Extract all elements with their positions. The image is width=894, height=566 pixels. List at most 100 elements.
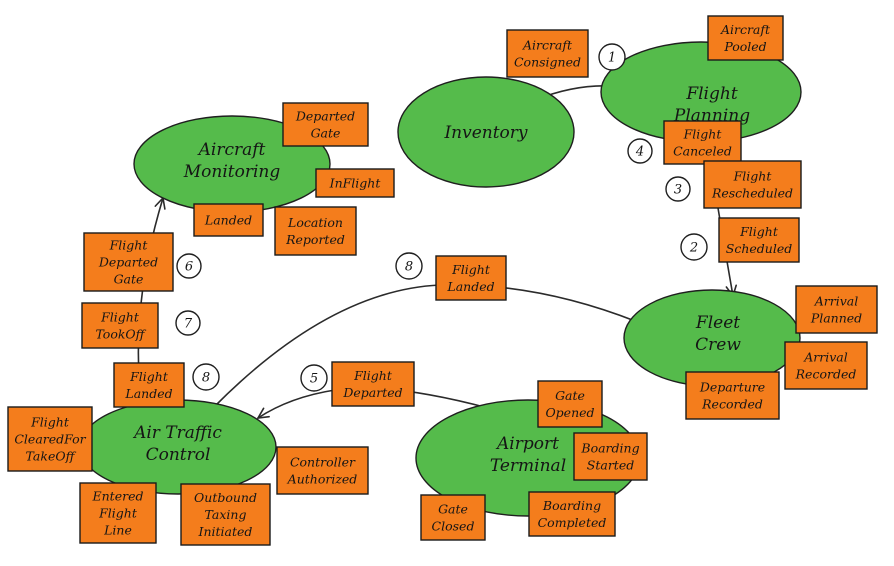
event-location-reported-label-line: Reported — [285, 232, 345, 247]
event-controller-authorized-label-line: Controller — [290, 455, 356, 470]
event-gate-opened-label-line: Gate — [555, 388, 585, 403]
event-aircraft-consigned-label-line: Aircraft — [522, 38, 573, 53]
event-flight-scheduled-label-line: Flight — [739, 224, 779, 239]
event-controller-authorized-note — [276, 446, 369, 495]
step-number-n2: 2 — [680, 233, 708, 261]
step-number-n5-label: 5 — [310, 372, 318, 387]
event-flight-landed-mid-note — [435, 255, 507, 301]
context-aircraft-monitoring-label-line: Monitoring — [183, 162, 281, 182]
context-air-traffic-control-label-line: Control — [146, 445, 211, 465]
event-boarding-started-label-line: Started — [587, 458, 634, 473]
event-aircraft-consigned-note — [506, 29, 589, 78]
step-number-n8a-label: 8 — [405, 260, 413, 275]
event-controller-authorized-label-line: Authorized — [287, 472, 358, 487]
step-number-n4-circle — [627, 138, 653, 164]
event-landed-top-note — [193, 203, 264, 237]
event-location-reported-label-line: Location — [287, 215, 343, 230]
event-arrival-recorded-note — [784, 341, 868, 390]
event-boarding-started-label-line: Boarding — [580, 441, 639, 456]
event-landed-top-label-line: Landed — [204, 213, 252, 228]
event-flight-rescheduled-label-line: Rescheduled — [711, 186, 793, 201]
event-arrival-planned-note — [795, 285, 878, 334]
step-number-n6-label: 6 — [185, 260, 193, 275]
event-flight-landed-mid-label-line: Flight — [451, 262, 491, 277]
event-departure-recorded-label-line: Recorded — [701, 397, 763, 412]
event-arrival-recorded-label-line: Recorded — [795, 367, 857, 382]
context-airport-terminal-label-line: Airport — [495, 434, 559, 454]
event-outbound-taxing-initiated-label-line: Taxing — [205, 507, 247, 522]
event-departure-recorded-label-line: Departure — [699, 380, 765, 395]
event-flight-canceled-label-line: Flight — [683, 127, 723, 142]
event-flight-tookoff-note — [81, 302, 159, 349]
context-flight-planning-label-line: Flight — [685, 84, 738, 104]
event-flight-tookoff-label-line: TookOff — [95, 327, 146, 342]
step-number-n6: 6 — [176, 253, 202, 279]
event-boarding-completed-label-line: Completed — [538, 515, 607, 530]
event-flight-departed-gate-label-line: Gate — [114, 272, 144, 287]
event-gate-closed-label-line: Gate — [438, 502, 468, 517]
event-boarding-completed-label-line: Boarding — [542, 498, 601, 513]
event-entered-flight-line-label-line: Entered — [92, 489, 144, 504]
event-flight-departed-note — [331, 361, 415, 407]
event-outbound-taxing-initiated-label-line: Outbound — [194, 490, 257, 505]
event-inflight-label-line: InFlight — [329, 176, 382, 191]
context-air-traffic-control-label-line: Air Traffic — [132, 423, 222, 443]
event-flight-clearedfor-takeoff-label-line: TakeOff — [26, 449, 77, 464]
event-flight-landed-left-note — [113, 362, 185, 408]
event-gate-closed-note — [420, 494, 486, 541]
step-number-n7: 7 — [175, 310, 201, 336]
step-number-n1-circle — [598, 43, 626, 71]
step-number-n8b: 8 — [192, 363, 220, 391]
step-number-n8a: 8 — [395, 252, 423, 280]
event-departure-recorded-note — [685, 371, 780, 420]
event-aircraft-pooled-label-line: Pooled — [723, 39, 766, 54]
event-boarding-started-note — [573, 432, 648, 481]
step-number-n6-circle — [176, 253, 202, 279]
event-flight-clearedfor-takeoff-label-line: ClearedFor — [14, 432, 86, 447]
event-entered-flight-line-label-line: Line — [103, 523, 132, 538]
event-flight-clearedfor-takeoff-label-line: Flight — [30, 415, 70, 430]
step-number-n3-circle — [665, 176, 691, 202]
step-number-n5-circle — [300, 364, 328, 392]
event-flight-departed-gate-note — [83, 232, 174, 292]
event-flight-departed-label-line: Departed — [342, 385, 402, 400]
event-arrival-recorded-label-line: Arrival — [803, 350, 848, 365]
event-boarding-completed-note — [528, 491, 616, 537]
event-gate-closed-label-line: Closed — [432, 519, 475, 534]
